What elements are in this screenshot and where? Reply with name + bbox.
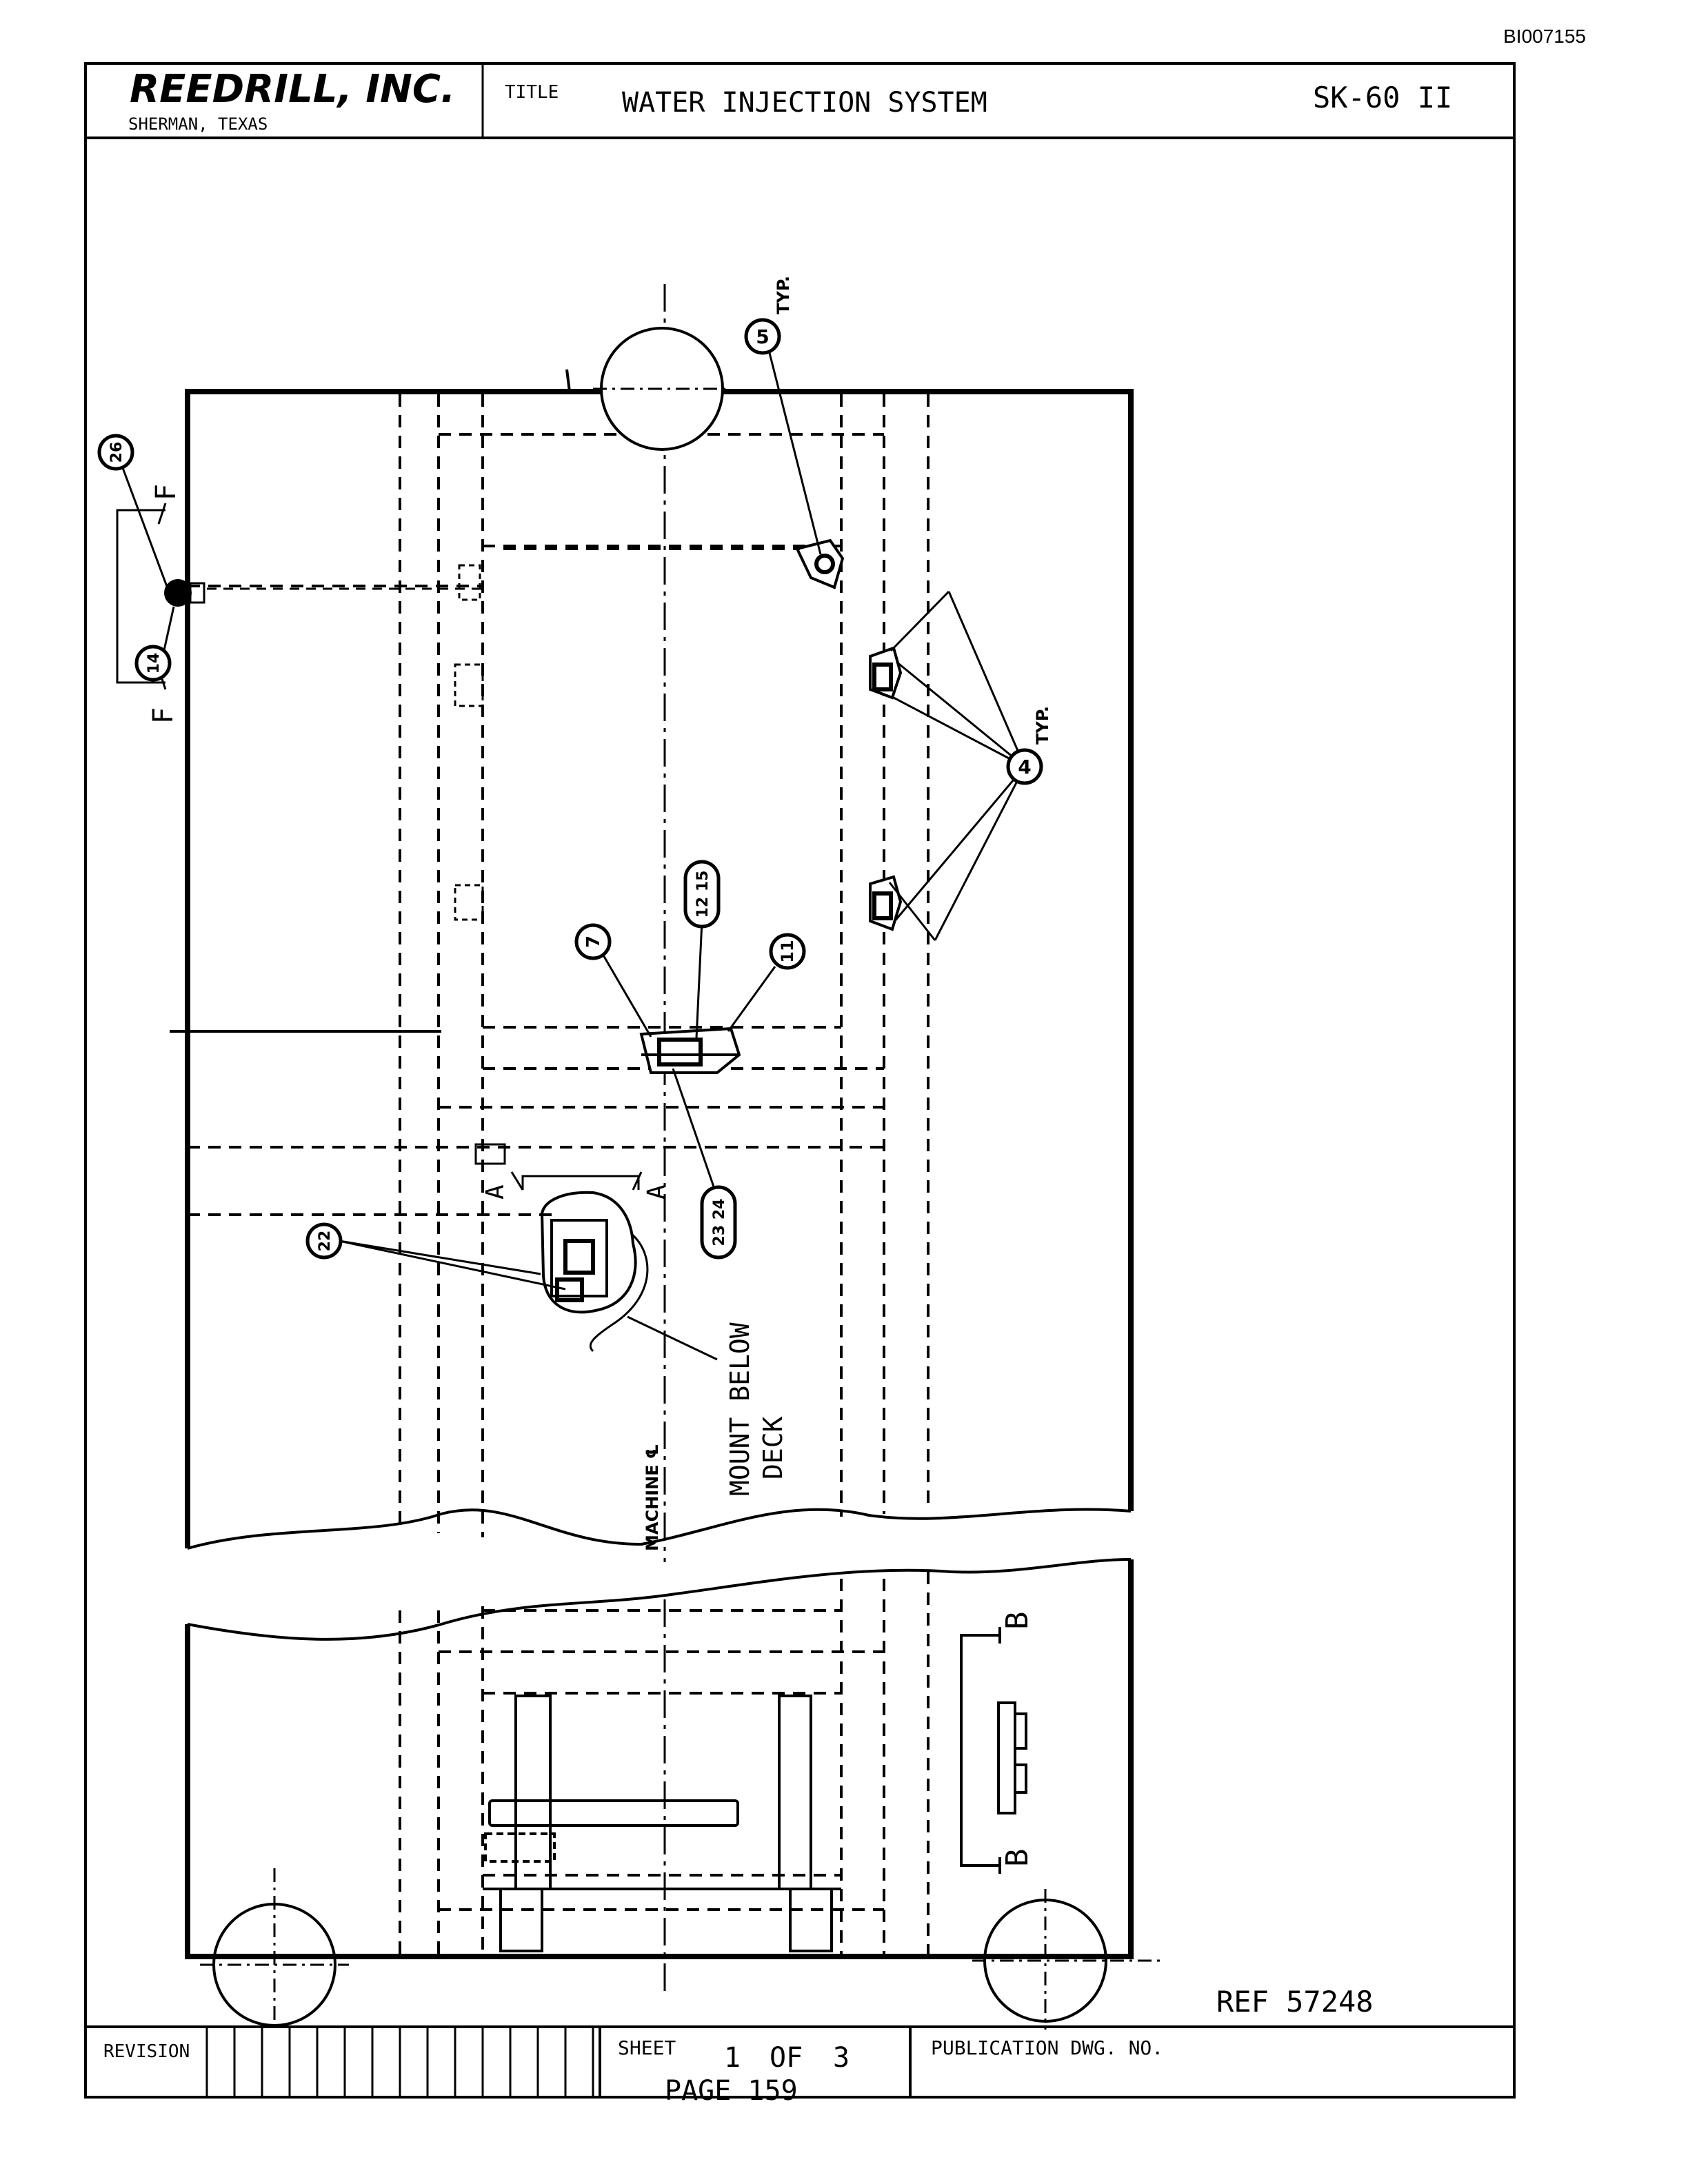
- company-name: REEDRILL, INC.: [130, 67, 455, 112]
- callout-4: 4 TYP.: [1006, 706, 1052, 785]
- svg-text:TYP.: TYP.: [774, 276, 793, 314]
- title-label: TITLE: [505, 82, 559, 103]
- note-mount-below-line1: MOUNT BELOW: [725, 1322, 755, 1496]
- note-machine-centerline: MACHINE ℄: [643, 1444, 662, 1551]
- svg-text:12 15: 12 15: [694, 871, 712, 918]
- wheel-top: [593, 327, 731, 451]
- lower-components: [483, 1695, 841, 1952]
- section-a-marks: [474, 1143, 643, 1191]
- sheet-label: SHEET: [618, 2036, 676, 2059]
- section-a-mark-right: A: [643, 1184, 671, 1200]
- callout-23-24: 23 24: [700, 1185, 737, 1260]
- callout-14: 14: [134, 645, 172, 682]
- svg-text:23 24: 23 24: [711, 1199, 728, 1246]
- svg-text:14: 14: [145, 653, 163, 674]
- sheet-number: 1: [724, 2042, 741, 2074]
- leader-lines: [119, 352, 1026, 1361]
- callout-12-15: 12 15: [683, 860, 721, 929]
- section-b-detail: [960, 1627, 1027, 1874]
- model-number: SK-60 II: [1313, 81, 1452, 114]
- spray-nozzle-upper: [869, 646, 903, 700]
- section-b-mark-bottom: B: [1000, 1849, 1035, 1868]
- side-valve-assembly: [164, 564, 484, 921]
- callout-22: 22: [305, 1222, 343, 1260]
- callout-11: 11: [769, 933, 806, 970]
- svg-text:7: 7: [583, 936, 604, 948]
- reference-number: REF 57248: [1216, 1985, 1374, 2019]
- drawing-title: WATER INJECTION SYSTEM: [622, 87, 987, 119]
- spray-nozzle-lower: [869, 875, 903, 931]
- svg-text:TYP.: TYP.: [1033, 706, 1052, 745]
- company-location: SHERMAN, TEXAS: [128, 114, 268, 134]
- wheel-bottom-right: [972, 1889, 1165, 2030]
- callout-26: 26: [97, 434, 134, 471]
- pump-unit: [639, 1027, 741, 1074]
- wheel-bottom-left: [200, 1868, 349, 2034]
- machine-frame-lower: [185, 1558, 1134, 1959]
- publication-drawing-label: PUBLICATION DWG. NO.: [931, 2036, 1163, 2059]
- section-f-mark-bottom: F: [148, 707, 179, 724]
- nozzle-assembly: [503, 538, 845, 589]
- sheet-of-label: OF: [770, 2042, 803, 2074]
- svg-text:5: 5: [756, 325, 769, 348]
- svg-text:4: 4: [1018, 756, 1031, 778]
- svg-text:26: 26: [108, 442, 125, 463]
- callout-5: 5 TYP.: [744, 276, 793, 355]
- svg-text:11: 11: [778, 940, 797, 962]
- callout-7: 7: [574, 923, 612, 960]
- page-number: PAGE 159: [665, 2075, 798, 2107]
- footer-block: REVISION SHEET 1 OF 3 PUBLICATION DWG. N…: [86, 2025, 1514, 2107]
- title-block: REEDRILL, INC. SHERMAN, TEXAS TITLE WATE…: [86, 63, 1514, 139]
- section-a-mark-left: A: [481, 1184, 510, 1200]
- below-deck-pump: [540, 1191, 649, 1353]
- hidden-lines: [188, 394, 963, 1957]
- note-mount-below-line2: DECK: [758, 1416, 788, 1479]
- revision-grid: [233, 2027, 594, 2097]
- revision-label: REVISION: [103, 2041, 190, 2062]
- document-id: BI007155: [1503, 26, 1586, 47]
- section-b-mark-top: B: [1000, 1612, 1035, 1630]
- section-f-mark-top: F: [150, 484, 182, 501]
- svg-text:22: 22: [316, 1231, 334, 1252]
- sheet-total: 3: [833, 2042, 850, 2074]
- sheet-border: [84, 62, 1516, 2099]
